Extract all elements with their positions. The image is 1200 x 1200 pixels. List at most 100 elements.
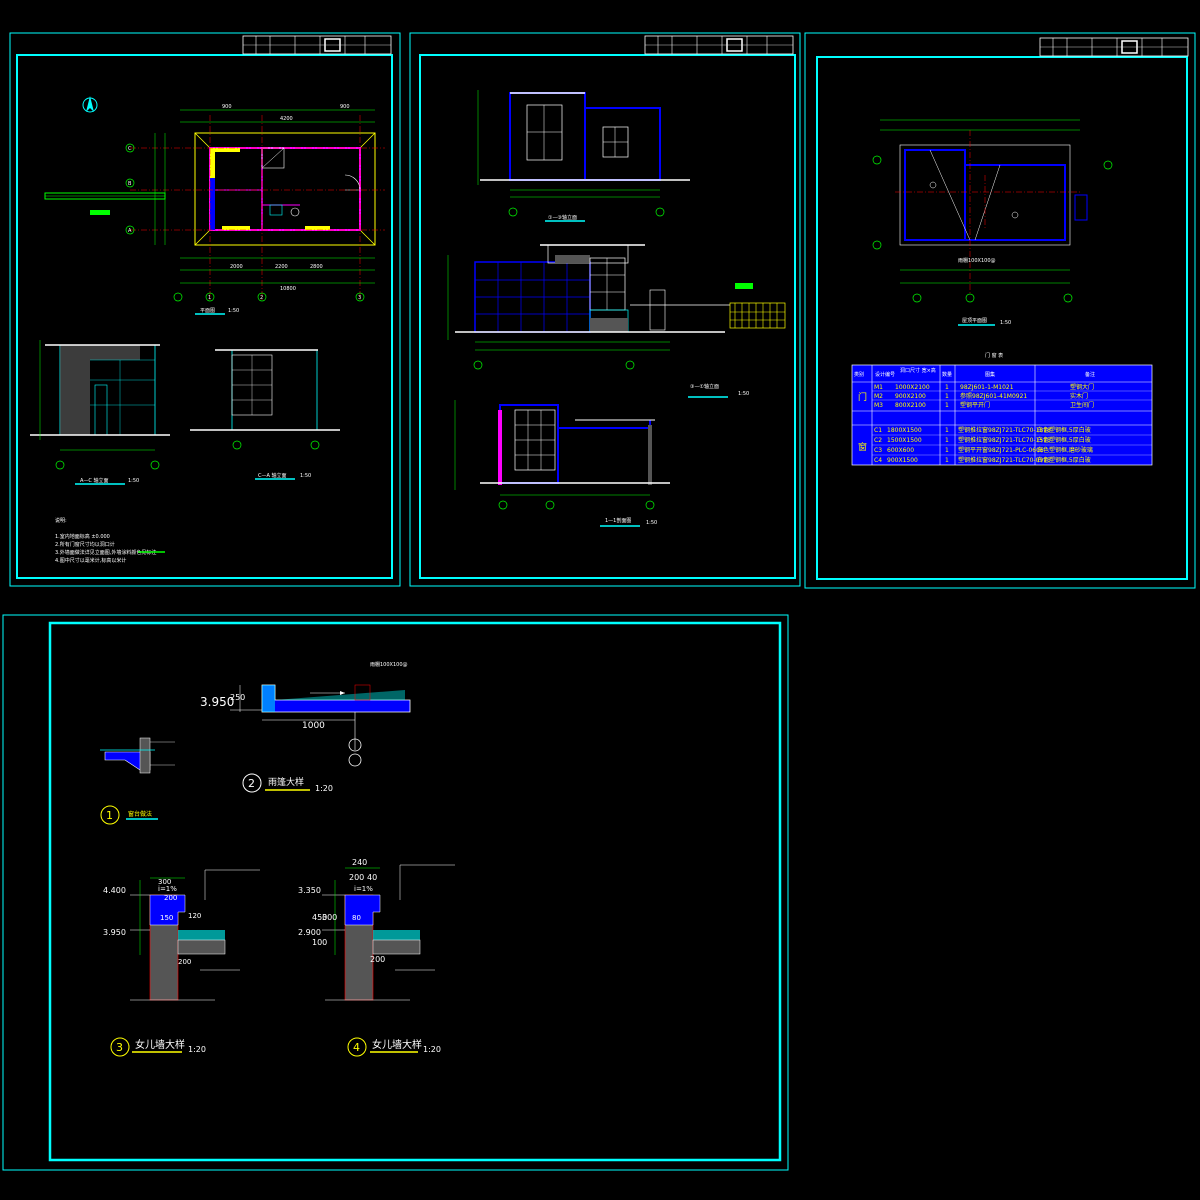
row-c1-code: C1 <box>874 427 882 434</box>
detail-3-scale: 1:20 <box>188 1045 206 1054</box>
detail-2-note: 雨棚100X100@ <box>370 661 408 668</box>
elev-ca-scale: 1:50 <box>300 473 311 479</box>
row-c4-qty: 1 <box>945 457 949 464</box>
notes-title: 说明: <box>55 517 67 524</box>
row-c3-size: 600X600 <box>887 447 914 454</box>
elev-ca-title: C—A 轴立面 <box>258 472 287 479</box>
row-c1-qty: 1 <box>945 427 949 434</box>
row-m2-qty: 1 <box>945 393 949 400</box>
axis-label-b: B <box>128 181 132 187</box>
row-c3-code: C3 <box>874 447 882 454</box>
d4-dim-2: 200 <box>349 873 364 882</box>
row-m2-code: M2 <box>874 393 883 400</box>
row-m3-remark: 卫生间门 <box>1070 401 1094 409</box>
row-c4-spec: 塑钢推拉窗98ZJ721-TLC70-0915 <box>958 456 1051 464</box>
row-m1-qty: 1 <box>945 384 949 391</box>
roof-title: 屋顶平面图 <box>962 318 987 324</box>
note-3: 3.外墙面做法详见立面图,外墙涂料颜色见标注 <box>55 549 156 556</box>
group-window: 窗 <box>858 441 867 453</box>
general-notes: 说明: 1.室内地面标高 ±0.000 2.所有门窗尺寸均以洞口计 3.外墙面做… <box>55 517 165 564</box>
d4-dim-1: 240 <box>352 858 367 867</box>
row-c2-qty: 1 <box>945 437 949 444</box>
plan-scale: 1:50 <box>228 308 239 314</box>
sheet-2: ①—③轴立面 <box>409 32 801 587</box>
sheet-1: 900 4200 900 2000 2200 2800 10800 1 2 3 … <box>9 32 401 587</box>
th-spec: 图集 <box>985 371 995 378</box>
detail-2-dim: 1000 <box>302 721 325 731</box>
detail-4-scale: 1:20 <box>423 1045 441 1054</box>
row-c2-size: 1500X1500 <box>887 437 922 444</box>
axis-label-2: 2 <box>260 295 263 301</box>
row-m3-size: 800X2100 <box>895 402 926 409</box>
th-size: 洞口尺寸 宽×高 <box>900 367 936 374</box>
table-title: 门 窗 表 <box>985 352 1003 359</box>
row-c4-size: 900X1500 <box>887 457 918 464</box>
detail-1-sill: 1 窗台做法 <box>100 737 175 825</box>
elev-ac-scale: 1:50 <box>128 478 139 484</box>
note-2: 2.所有门窗尺寸均以洞口计 <box>55 541 115 548</box>
row-c2-spec: 塑钢推拉窗98ZJ721-TLC70-1515 <box>958 436 1051 444</box>
row-c1-spec: 塑钢推拉窗98ZJ721-TLC70-1818 <box>958 426 1051 434</box>
row-c4-remark: 白色塑钢框,5厚白玻 <box>1037 456 1091 464</box>
th-category: 类别 <box>854 371 864 378</box>
row-c4-code: C4 <box>874 457 882 464</box>
d4-dim-3: 40 <box>367 873 377 882</box>
floor-plan: 900 4200 900 2000 2200 2800 10800 1 2 3 … <box>44 104 385 315</box>
dim-top-2: 4200 <box>280 116 293 122</box>
group-door: 门 <box>858 391 867 403</box>
d3-elev-2: 3.950 <box>103 928 126 937</box>
dim-bottom-2: 2200 <box>275 264 288 270</box>
sheet-4: 1 窗台做法 3.950 250 1000 雨棚100X100@ 2 雨篷大样 <box>2 614 789 1171</box>
detail-4-parapet: 3.350 2.900 240 200 40 450 300 100 200 8… <box>298 858 455 1057</box>
row-m1-size: 1000X2100 <box>895 384 930 391</box>
elevation-a-c: A—C 轴立面 1:50 <box>30 340 170 485</box>
detail-2-h: 250 <box>230 693 245 702</box>
detail-2-num: 2 <box>248 777 255 790</box>
d4-elev-2: 2.900 <box>298 928 321 937</box>
d4-dim-6: 100 <box>312 938 327 947</box>
elev2-scale: 1:50 <box>738 391 749 397</box>
detail-2-title: 雨篷大样 <box>268 776 304 788</box>
d3-dim-4: 120 <box>188 912 201 920</box>
fence-icon <box>729 302 786 329</box>
axis-label-a: A <box>128 228 132 234</box>
detail-2-canopy: 3.950 250 1000 雨棚100X100@ 2 雨篷大样 1:20 <box>200 661 411 793</box>
detail-3-title: 女儿墙大样 <box>135 1038 185 1051</box>
dim-top-3: 900 <box>340 104 350 110</box>
row-m3-spec: 塑钢平开门 <box>960 401 990 409</box>
detail-4-title: 女儿墙大样 <box>372 1038 422 1051</box>
row-m3-code: M3 <box>874 402 883 409</box>
row-m2-spec: 参照98ZJ601-41M0921 <box>960 392 1027 400</box>
north-arrow-icon <box>82 96 98 113</box>
note-4: 4.图中尺寸以毫米计,标高以米计 <box>55 557 126 564</box>
elev-ac-title: A—C 轴立面 <box>80 477 109 484</box>
axis-label-3: 3 <box>358 295 361 301</box>
roof-canopy-note: 雨棚100X100@ <box>958 257 996 264</box>
row-m1-remark: 塑钢大门 <box>1070 383 1094 391</box>
row-c3-remark: 白色塑钢框,磨砂玻璃 <box>1037 446 1093 454</box>
d3-dim-1: 300 <box>158 878 171 886</box>
d4-dim-7: 200 <box>370 955 385 964</box>
detail-1-title: 窗台做法 <box>128 810 152 818</box>
axis-label-c: C <box>128 146 132 152</box>
detail-4-num: 4 <box>353 1041 360 1054</box>
row-m3-qty: 1 <box>945 402 949 409</box>
th-qty: 数量 <box>942 371 952 378</box>
row-c1-remark: 白色塑钢框,5厚白玻 <box>1037 426 1091 434</box>
th-code: 设计编号 <box>875 371 895 378</box>
door-window-table: 门 窗 表 类别 设计编号 洞口尺寸 宽×高 数量 图集 备注 门 窗 M1 <box>851 352 1153 466</box>
plan-title: 平面图 <box>200 308 215 314</box>
row-c3-spec: 塑钢平开窗98ZJ721-PLC-0606 <box>958 446 1044 454</box>
sheet-3: 雨棚100X100@ 屋顶平面图 1:50 门 窗 表 类别 设计编号 洞口尺寸… <box>804 32 1196 589</box>
d4-dim-8: 80 <box>352 914 361 922</box>
section-title: 1—1剖面图 <box>605 517 631 524</box>
dim-bottom-3: 2800 <box>310 264 323 270</box>
d3-dim-5: 200 <box>178 958 191 966</box>
elevation-c-a: C—A 轴立面 1:50 <box>190 349 340 480</box>
row-m1-code: M1 <box>874 384 883 391</box>
title-block-3 <box>1039 37 1189 57</box>
dim-top-1: 900 <box>222 104 232 110</box>
row-c2-code: C2 <box>874 437 882 444</box>
row-c1-size: 1800X1500 <box>887 427 922 434</box>
dim-bottom-1: 2000 <box>230 264 243 270</box>
